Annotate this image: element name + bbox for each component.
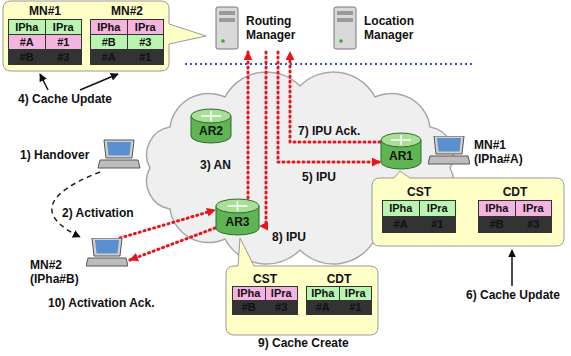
table-heading: CDT <box>306 272 372 286</box>
laptop-icon <box>98 140 140 168</box>
table-cell: #A <box>383 217 419 232</box>
table-cell: #3 <box>128 35 164 49</box>
step-label: 9) Cache Create <box>258 336 349 350</box>
mobile-node: MN#1 (IPha#A) <box>428 130 546 174</box>
table-cell: IPha <box>9 20 45 34</box>
table-cell: IPha <box>383 201 419 216</box>
table-cell: IPra <box>128 20 164 34</box>
step-label: 10) Activation Ack. <box>48 296 154 310</box>
table-cell: #1 <box>340 301 372 314</box>
table-grid: IPhaIPra#A#1#B#3 <box>8 19 82 65</box>
router-label: AR3 <box>215 215 260 229</box>
laptop-icon <box>86 238 128 268</box>
table-cell: IPra <box>516 201 552 216</box>
table-cell: #A <box>91 50 127 64</box>
step-label: 2) Activation <box>62 206 134 220</box>
leader-arrow <box>40 74 48 90</box>
step-label: 4) Cache Update <box>18 92 112 106</box>
server-node: Routing Manager <box>212 4 310 52</box>
table-grid: IPhaIPra#B#3#A#1 <box>90 19 164 65</box>
message-arrow <box>278 52 380 162</box>
domain-border <box>185 63 475 65</box>
router-label: AR2 <box>190 124 232 138</box>
table-cell: #B <box>91 35 127 49</box>
server-node: Location Manager <box>330 4 428 52</box>
table-cell: #3 <box>46 50 82 64</box>
table-heading: MN#1 <box>8 4 82 19</box>
cache-table: CSTIPhaIPra#A#1 <box>382 184 456 233</box>
laptop-icon <box>428 136 470 166</box>
cache-table: MN#1IPhaIPra#A#1#B#3 <box>8 4 82 65</box>
cache-table: CDTIPhaIPra#A#1 <box>306 272 372 315</box>
table-cell: IPha <box>307 287 339 300</box>
step-label: 1) Handover <box>20 148 89 162</box>
access-router: AR1 <box>380 132 422 170</box>
table-heading: CST <box>232 272 298 286</box>
table-cell: #B <box>9 50 45 64</box>
table-cell: IPha <box>233 287 265 300</box>
table-cell: #A <box>9 35 45 49</box>
table-cell: #3 <box>266 301 298 314</box>
table-cell: #A <box>307 301 339 314</box>
table-cell: IPra <box>420 201 456 216</box>
mobile-node-label: MN#1 (IPha#A) <box>474 138 538 166</box>
step-label: 6) Cache Update <box>466 288 560 302</box>
mobile-node-label: MN#2 (IPha#B) <box>30 258 88 286</box>
table-cell: #B <box>233 301 265 314</box>
table-cell: IPha <box>91 20 127 34</box>
message-arrow <box>130 228 215 260</box>
server-label: Location Manager <box>364 14 424 42</box>
table-heading: MN#2 <box>90 4 164 19</box>
server-icon <box>212 5 242 51</box>
router-label: AR1 <box>380 149 422 163</box>
table-grid: IPhaIPra#B#3 <box>232 286 298 315</box>
handover-path <box>52 172 100 237</box>
step-label: 5) IPU <box>302 170 336 184</box>
cache-callout <box>3 1 206 71</box>
table-grid: IPhaIPra#A#1 <box>382 200 456 233</box>
message-arrow <box>260 52 266 226</box>
cache-table: CDTIPhaIPra#B#3 <box>478 184 552 233</box>
table-grid: IPhaIPra#A#1 <box>306 286 372 315</box>
message-arrow <box>247 52 250 198</box>
cache-callout <box>372 171 564 246</box>
table-cell: IPha <box>479 201 515 216</box>
server-label: Routing Manager <box>246 14 306 42</box>
table-heading: CST <box>382 184 456 200</box>
leader-arrow <box>80 74 118 90</box>
table-cell: IPra <box>340 287 372 300</box>
table-cell: #B <box>479 217 515 232</box>
table-grid: IPhaIPra#B#3 <box>478 200 552 233</box>
table-cell: IPra <box>266 287 298 300</box>
table-cell: #1 <box>128 50 164 64</box>
mobile-node: MN#2 (IPha#B) <box>30 238 130 288</box>
table-cell: #1 <box>420 217 456 232</box>
access-router: AR2 <box>190 108 232 144</box>
cache-table: CSTIPhaIPra#B#3 <box>232 272 298 315</box>
table-cell: #3 <box>516 217 552 232</box>
cache-table: MN#2IPhaIPra#B#3#A#1 <box>90 4 164 65</box>
access-router: AR3 <box>215 198 260 236</box>
table-cell: IPra <box>46 20 82 34</box>
step-label: 8) IPU <box>272 230 306 244</box>
step-label: 3) AN <box>200 158 231 172</box>
table-heading: CDT <box>478 184 552 200</box>
leader-arrow <box>511 250 513 286</box>
server-icon <box>330 5 360 51</box>
cache-callout <box>226 238 378 335</box>
step-label: 7) IPU Ack. <box>298 124 360 138</box>
message-arrow <box>290 52 380 142</box>
table-cell: #1 <box>46 35 82 49</box>
